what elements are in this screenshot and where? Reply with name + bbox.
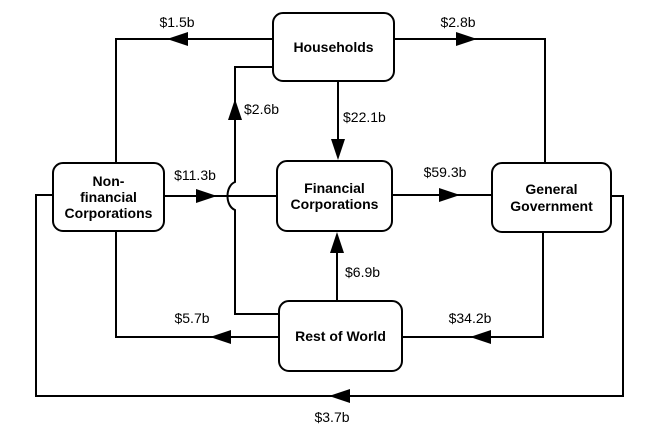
flow-general-government-to-rest-of-world	[403, 233, 544, 344]
arrowhead-up-icon	[228, 99, 242, 120]
node-label: Households	[293, 38, 374, 55]
flow-amount-label: $34.2b	[448, 310, 492, 326]
arrowhead-down-icon	[331, 139, 345, 160]
flow-amount-label: $59.3b	[423, 164, 467, 180]
node-financial-corporations: Financial Corporations	[276, 160, 393, 232]
flow-amount-label: $5.7b	[174, 310, 210, 326]
node-households: Households	[272, 12, 395, 82]
arrowhead-left-icon	[167, 32, 188, 46]
node-label: Non- financial Corporations	[64, 172, 153, 222]
arrowhead-left-icon	[470, 330, 491, 344]
node-label: Financial Corporations	[290, 179, 379, 212]
arrowhead-right-icon	[456, 32, 477, 46]
flow-financial-to-general-government	[393, 188, 491, 202]
arrowhead-left-icon	[210, 330, 231, 344]
flow-amount-label: $1.5b	[159, 14, 195, 30]
node-general-government: General Government	[491, 162, 612, 233]
flow-rest-of-world-to-non-financial	[115, 232, 278, 344]
node-non-financial-corporations: Non- financial Corporations	[52, 162, 165, 232]
arrowhead-right-icon	[439, 188, 460, 202]
flow-rest-of-world-to-financial	[330, 232, 344, 300]
flow-amount-label: $2.8b	[440, 14, 476, 30]
flow-amount-label: $11.3b	[174, 167, 216, 183]
arrowhead-left-icon	[329, 389, 350, 403]
flow-households-to-general-government	[395, 32, 546, 162]
flow-general-government-to-non-financial	[35, 194, 624, 403]
flow-amount-label: $22.1b	[343, 109, 386, 125]
arrowhead-up-icon	[330, 232, 344, 253]
flow-households-to-non-financial	[115, 32, 272, 162]
flow-amount-label: $6.9b	[345, 264, 381, 280]
flow-amount-label: $2.6b	[244, 101, 280, 117]
node-rest-of-world: Rest of World	[278, 300, 403, 372]
arrowhead-right-icon	[196, 189, 217, 203]
flow-amount-label: $3.7b	[314, 409, 350, 425]
flow-households-to-financial	[331, 82, 345, 160]
flow-rest-of-world-to-households	[226, 66, 278, 315]
node-label: Rest of World	[295, 327, 386, 344]
flow-non-financial-to-financial	[165, 189, 276, 203]
node-label: General Government	[510, 181, 593, 214]
